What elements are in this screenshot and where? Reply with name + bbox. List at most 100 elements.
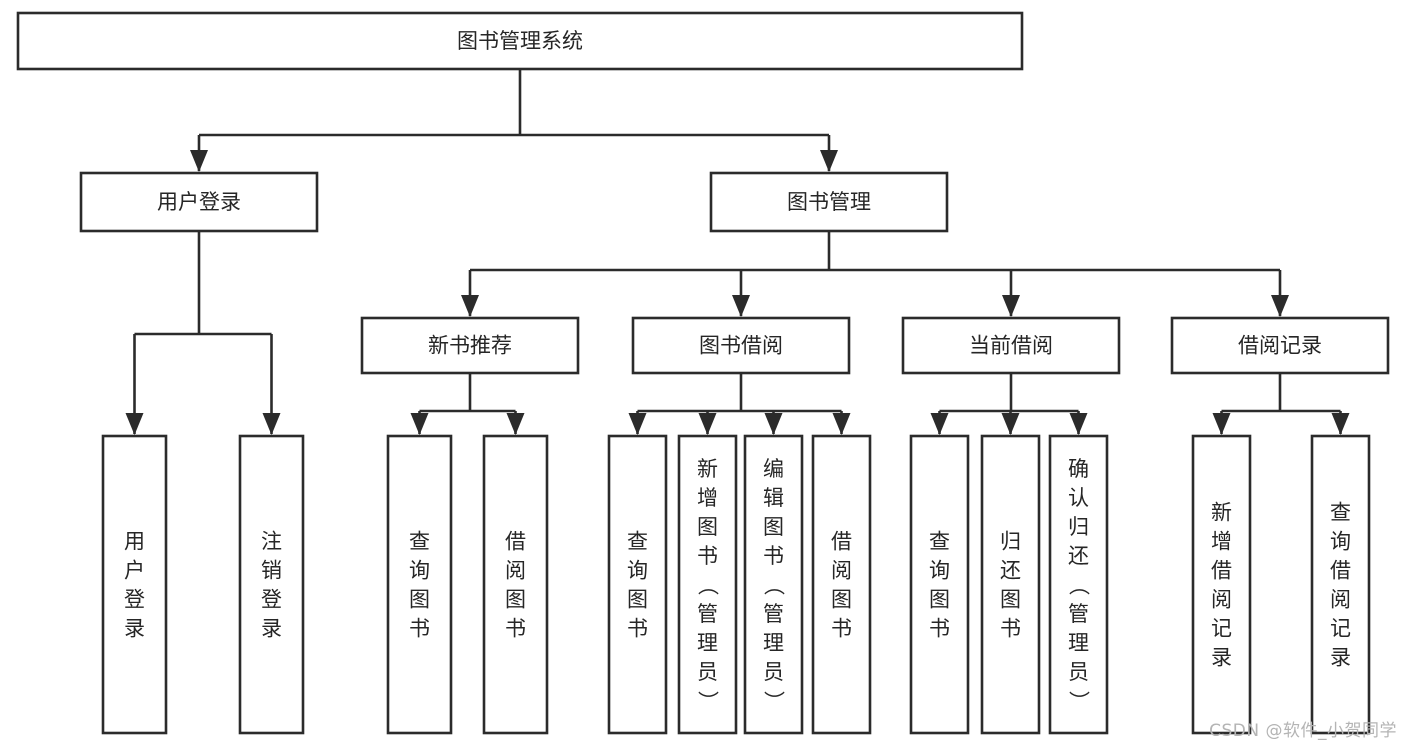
svg-text:图: 图 bbox=[763, 515, 784, 539]
svg-text:（: （ bbox=[696, 575, 720, 596]
node-label-current-borrow: 当前借阅 bbox=[969, 334, 1053, 358]
node-box-leaf-borrow-book[interactable] bbox=[811, 434, 872, 735]
svg-text:记: 记 bbox=[1211, 617, 1232, 641]
svg-text:管: 管 bbox=[763, 602, 784, 626]
arrow-book-borrow-to-leaf-query-book-borrow bbox=[628, 413, 647, 435]
svg-text:编: 编 bbox=[763, 457, 784, 481]
svg-text:借: 借 bbox=[1330, 559, 1351, 583]
svg-text:查: 查 bbox=[1330, 501, 1351, 525]
svg-text:书: 书 bbox=[409, 617, 430, 641]
svg-text:阅: 阅 bbox=[831, 559, 852, 583]
node-box-user-login[interactable] bbox=[79, 171, 319, 233]
arrow-root-to-user-login bbox=[190, 150, 208, 172]
arrow-root-to-book-manage bbox=[820, 150, 838, 172]
svg-text:借: 借 bbox=[1211, 559, 1232, 583]
svg-text:（: （ bbox=[1067, 575, 1091, 596]
svg-text:借: 借 bbox=[831, 530, 852, 554]
svg-text:辑: 辑 bbox=[763, 486, 784, 510]
svg-text:）: ） bbox=[1067, 691, 1091, 712]
node-box-leaf-confirm-return[interactable] bbox=[1048, 434, 1109, 735]
node-box-current-borrow[interactable] bbox=[901, 316, 1121, 375]
svg-text:询: 询 bbox=[929, 559, 950, 583]
svg-text:图: 图 bbox=[929, 588, 950, 612]
svg-text:录: 录 bbox=[1211, 646, 1232, 670]
arrow-user-login-to-leaf-user-logout bbox=[262, 413, 281, 435]
svg-text:登: 登 bbox=[261, 588, 282, 612]
svg-text:用: 用 bbox=[124, 530, 145, 554]
svg-text:记: 记 bbox=[1330, 617, 1351, 641]
svg-text:阅: 阅 bbox=[1330, 588, 1351, 612]
svg-text:查: 查 bbox=[627, 530, 648, 554]
svg-text:书: 书 bbox=[763, 544, 784, 568]
node-box-leaf-query-record[interactable] bbox=[1310, 434, 1371, 735]
svg-text:书: 书 bbox=[697, 544, 718, 568]
node-boxes-layer bbox=[16, 11, 1390, 735]
svg-text:录: 录 bbox=[124, 617, 145, 641]
svg-text:书: 书 bbox=[831, 617, 852, 641]
svg-text:图: 图 bbox=[409, 588, 430, 612]
svg-text:管: 管 bbox=[1068, 602, 1089, 626]
node-box-leaf-add-book[interactable] bbox=[677, 434, 738, 735]
svg-text:理: 理 bbox=[763, 631, 784, 655]
node-box-borrow-record[interactable] bbox=[1170, 316, 1390, 375]
node-box-leaf-query-book-rec[interactable] bbox=[386, 434, 453, 735]
arrow-current-borrow-to-leaf-return-book bbox=[1001, 413, 1020, 435]
svg-text:查: 查 bbox=[409, 530, 430, 554]
svg-text:图: 图 bbox=[697, 515, 718, 539]
node-box-new-book-recommend[interactable] bbox=[360, 316, 580, 375]
svg-text:阅: 阅 bbox=[1211, 588, 1232, 612]
svg-text:管: 管 bbox=[697, 602, 718, 626]
arrow-current-borrow-to-leaf-query-book-cur bbox=[930, 413, 949, 435]
svg-text:归: 归 bbox=[1000, 530, 1021, 554]
node-box-leaf-borrow-book-rec[interactable] bbox=[482, 434, 549, 735]
svg-text:借: 借 bbox=[505, 530, 526, 554]
node-box-leaf-edit-book[interactable] bbox=[743, 434, 804, 735]
svg-text:）: ） bbox=[696, 691, 720, 712]
node-label-root: 图书管理系统 bbox=[457, 29, 583, 53]
svg-text:认: 认 bbox=[1068, 486, 1089, 510]
arrow-borrow-record-to-leaf-query-record bbox=[1331, 413, 1350, 435]
arrow-book-borrow-to-leaf-add-book bbox=[698, 413, 717, 435]
svg-text:书: 书 bbox=[505, 617, 526, 641]
connector-edges-layer bbox=[125, 69, 1350, 435]
svg-text:询: 询 bbox=[409, 559, 430, 583]
node-box-leaf-query-book-borrow[interactable] bbox=[607, 434, 668, 735]
node-box-leaf-user-login[interactable] bbox=[101, 434, 168, 735]
svg-text:图: 图 bbox=[831, 588, 852, 612]
svg-text:注: 注 bbox=[261, 530, 282, 554]
node-box-leaf-add-record[interactable] bbox=[1191, 434, 1252, 735]
svg-text:（: （ bbox=[762, 575, 786, 596]
csdn-watermark: CSDN @软件_小贺同学 bbox=[1209, 721, 1397, 741]
node-box-leaf-return-book[interactable] bbox=[980, 434, 1041, 735]
svg-text:增: 增 bbox=[1211, 530, 1232, 554]
node-box-root[interactable] bbox=[16, 11, 1024, 71]
node-box-leaf-user-logout[interactable] bbox=[238, 434, 305, 735]
svg-text:书: 书 bbox=[627, 617, 648, 641]
svg-text:）: ） bbox=[762, 691, 786, 712]
arrow-new-book-recommend-to-leaf-borrow-book-rec bbox=[506, 413, 525, 435]
node-box-book-borrow[interactable] bbox=[631, 316, 851, 375]
node-label-book-borrow: 图书借阅 bbox=[699, 334, 783, 358]
svg-text:还: 还 bbox=[1068, 544, 1089, 568]
svg-text:询: 询 bbox=[1330, 530, 1351, 554]
svg-text:理: 理 bbox=[697, 631, 718, 655]
svg-text:图: 图 bbox=[505, 588, 526, 612]
svg-text:还: 还 bbox=[1000, 559, 1021, 583]
svg-text:增: 增 bbox=[697, 486, 718, 510]
svg-text:查: 查 bbox=[929, 530, 950, 554]
svg-text:书: 书 bbox=[1000, 617, 1021, 641]
node-box-leaf-query-book-cur[interactable] bbox=[909, 434, 970, 735]
node-box-book-manage[interactable] bbox=[709, 171, 949, 233]
node-label-leaf-user-login: 用户登录 bbox=[124, 530, 145, 641]
